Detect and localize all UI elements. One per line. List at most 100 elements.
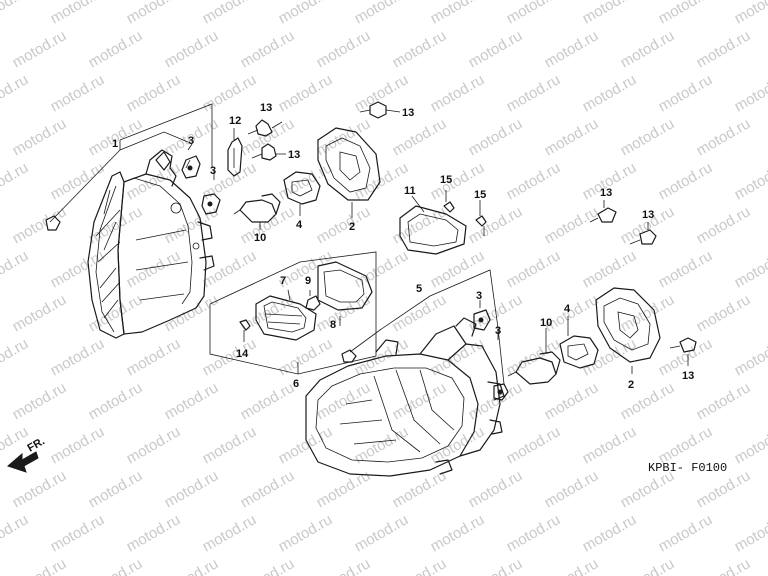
callout-numbers: 1 3 3 12 13 13 13 10 4 2 11 15 15 13 13 … (112, 102, 694, 391)
watermark-text: motod.ru (732, 423, 768, 467)
callout-1: 1 (112, 138, 118, 150)
watermark-text: motod.ru (732, 71, 768, 115)
callout-11: 11 (404, 185, 416, 197)
callout-6: 6 (293, 378, 299, 390)
watermark-text: motod.ru (466, 203, 526, 247)
watermark-text: motod.ru (238, 203, 298, 247)
callout-13: 13 (642, 209, 654, 221)
watermark-text: motod.ru (694, 379, 754, 423)
watermark-text: motod.ru (314, 291, 374, 335)
watermark-text: motod.ru (314, 203, 374, 247)
bolts-left (247, 101, 387, 161)
callout-2: 2 (628, 379, 634, 391)
callout-15: 15 (440, 174, 452, 186)
watermark-text: motod.ru (542, 379, 602, 423)
callout-9: 9 (305, 275, 311, 287)
watermark-text: motod.ru (10, 115, 70, 159)
watermark-text: motod.ru (0, 335, 31, 379)
watermark-text: motod.ru (580, 247, 640, 291)
watermark-text: motod.ru (732, 335, 768, 379)
watermark-text: motod.ru (352, 0, 412, 27)
headlight-left-assembly (45, 149, 215, 339)
watermark-text: motod.ru (580, 0, 640, 27)
callout-13: 13 (682, 370, 694, 382)
watermark-text: motod.ru (428, 423, 488, 467)
watermark-text: motod.ru (162, 27, 222, 71)
watermark-text: motod.ru (428, 71, 488, 115)
watermark-text: motod.ru (694, 291, 754, 335)
watermark-text: motod.ru (390, 203, 450, 247)
callout-4: 4 (296, 219, 303, 231)
watermark-text: motod.ru (504, 71, 564, 115)
watermark-text: motod.ru (580, 71, 640, 115)
watermark-text: motod.ru (162, 555, 222, 576)
callout-2: 2 (349, 221, 355, 233)
watermark-text: motod.ru (276, 511, 336, 555)
watermark-text: motod.ru (276, 71, 336, 115)
watermark-text: motod.ru (428, 511, 488, 555)
watermark-text: motod.ru (10, 203, 70, 247)
watermark-text: motod.ru (0, 71, 31, 115)
watermark-text: motod.ru (656, 159, 716, 203)
watermark-text: motod.ru (656, 511, 716, 555)
watermark-text: motod.ru (124, 247, 184, 291)
callout-10: 10 (540, 317, 552, 329)
clip-part-12 (227, 137, 243, 177)
watermark-text: motod.ru (0, 0, 31, 27)
watermark-text: motod.ru (656, 0, 716, 27)
headlight-right-assembly (305, 317, 505, 477)
watermark-text: motod.ru (504, 159, 564, 203)
watermark-text: motod.ru (694, 27, 754, 71)
watermark-text: motod.ru (390, 291, 450, 335)
watermark-text: motod.ru (694, 115, 754, 159)
watermark-text: motod.ru (10, 291, 70, 335)
watermark-text: motod.ru (162, 379, 222, 423)
watermark-text: motod.ru (314, 467, 374, 511)
watermark-text: motod.ru (694, 555, 754, 576)
watermark-text: motod.ru (48, 0, 108, 27)
callout-14: 14 (236, 348, 249, 360)
watermark-text: motod.ru (276, 335, 336, 379)
bulb-left (233, 193, 281, 223)
watermark-text: motod.ru (10, 555, 70, 576)
watermark-text: motod.ru (694, 203, 754, 247)
clip-adjusters-top (181, 155, 221, 215)
callout-3: 3 (210, 165, 216, 177)
watermark-text: motod.ru (48, 159, 108, 203)
watermark-text: motod.ru (732, 159, 768, 203)
watermark-text: motod.ru (580, 423, 640, 467)
leader-lines (49, 103, 689, 385)
watermark-text: motod.ru (580, 511, 640, 555)
watermark-text: motod.ru (352, 159, 412, 203)
socket-right (559, 335, 599, 369)
watermark-text: motod.ru (580, 335, 640, 379)
watermark-text: motod.ru (200, 511, 260, 555)
watermark-text: motod.ru (314, 555, 374, 576)
watermark-text: motod.ru (618, 291, 678, 335)
socket-left (283, 171, 321, 205)
watermark-text: motod.ru (10, 27, 70, 71)
callout-3: 3 (476, 290, 482, 302)
watermark-text: motod.ru (504, 247, 564, 291)
watermark-text: motod.ru (390, 379, 450, 423)
watermark-text: motod.ru (238, 27, 298, 71)
watermark-text: motod.ru (200, 335, 260, 379)
watermark-text: motod.ru (162, 467, 222, 511)
diagram-code: KPBI- F0100 (648, 461, 727, 475)
watermark-text: motod.ru (618, 115, 678, 159)
watermark-text: motod.ru (86, 291, 146, 335)
watermark-text: motod.ru (618, 555, 678, 576)
callout-10: 10 (254, 232, 266, 244)
watermark-text: motod.ru (618, 27, 678, 71)
bolts-right-upper (589, 207, 657, 245)
watermark-text: motod.ru (466, 115, 526, 159)
watermark-text: motod.ru (732, 247, 768, 291)
watermark-text: motod.ru (542, 27, 602, 71)
callout-12: 12 (229, 115, 241, 127)
watermark-text: motod.ru (10, 379, 70, 423)
headlight-right-lens (305, 353, 479, 477)
watermark-text: motod.ru (542, 203, 602, 247)
